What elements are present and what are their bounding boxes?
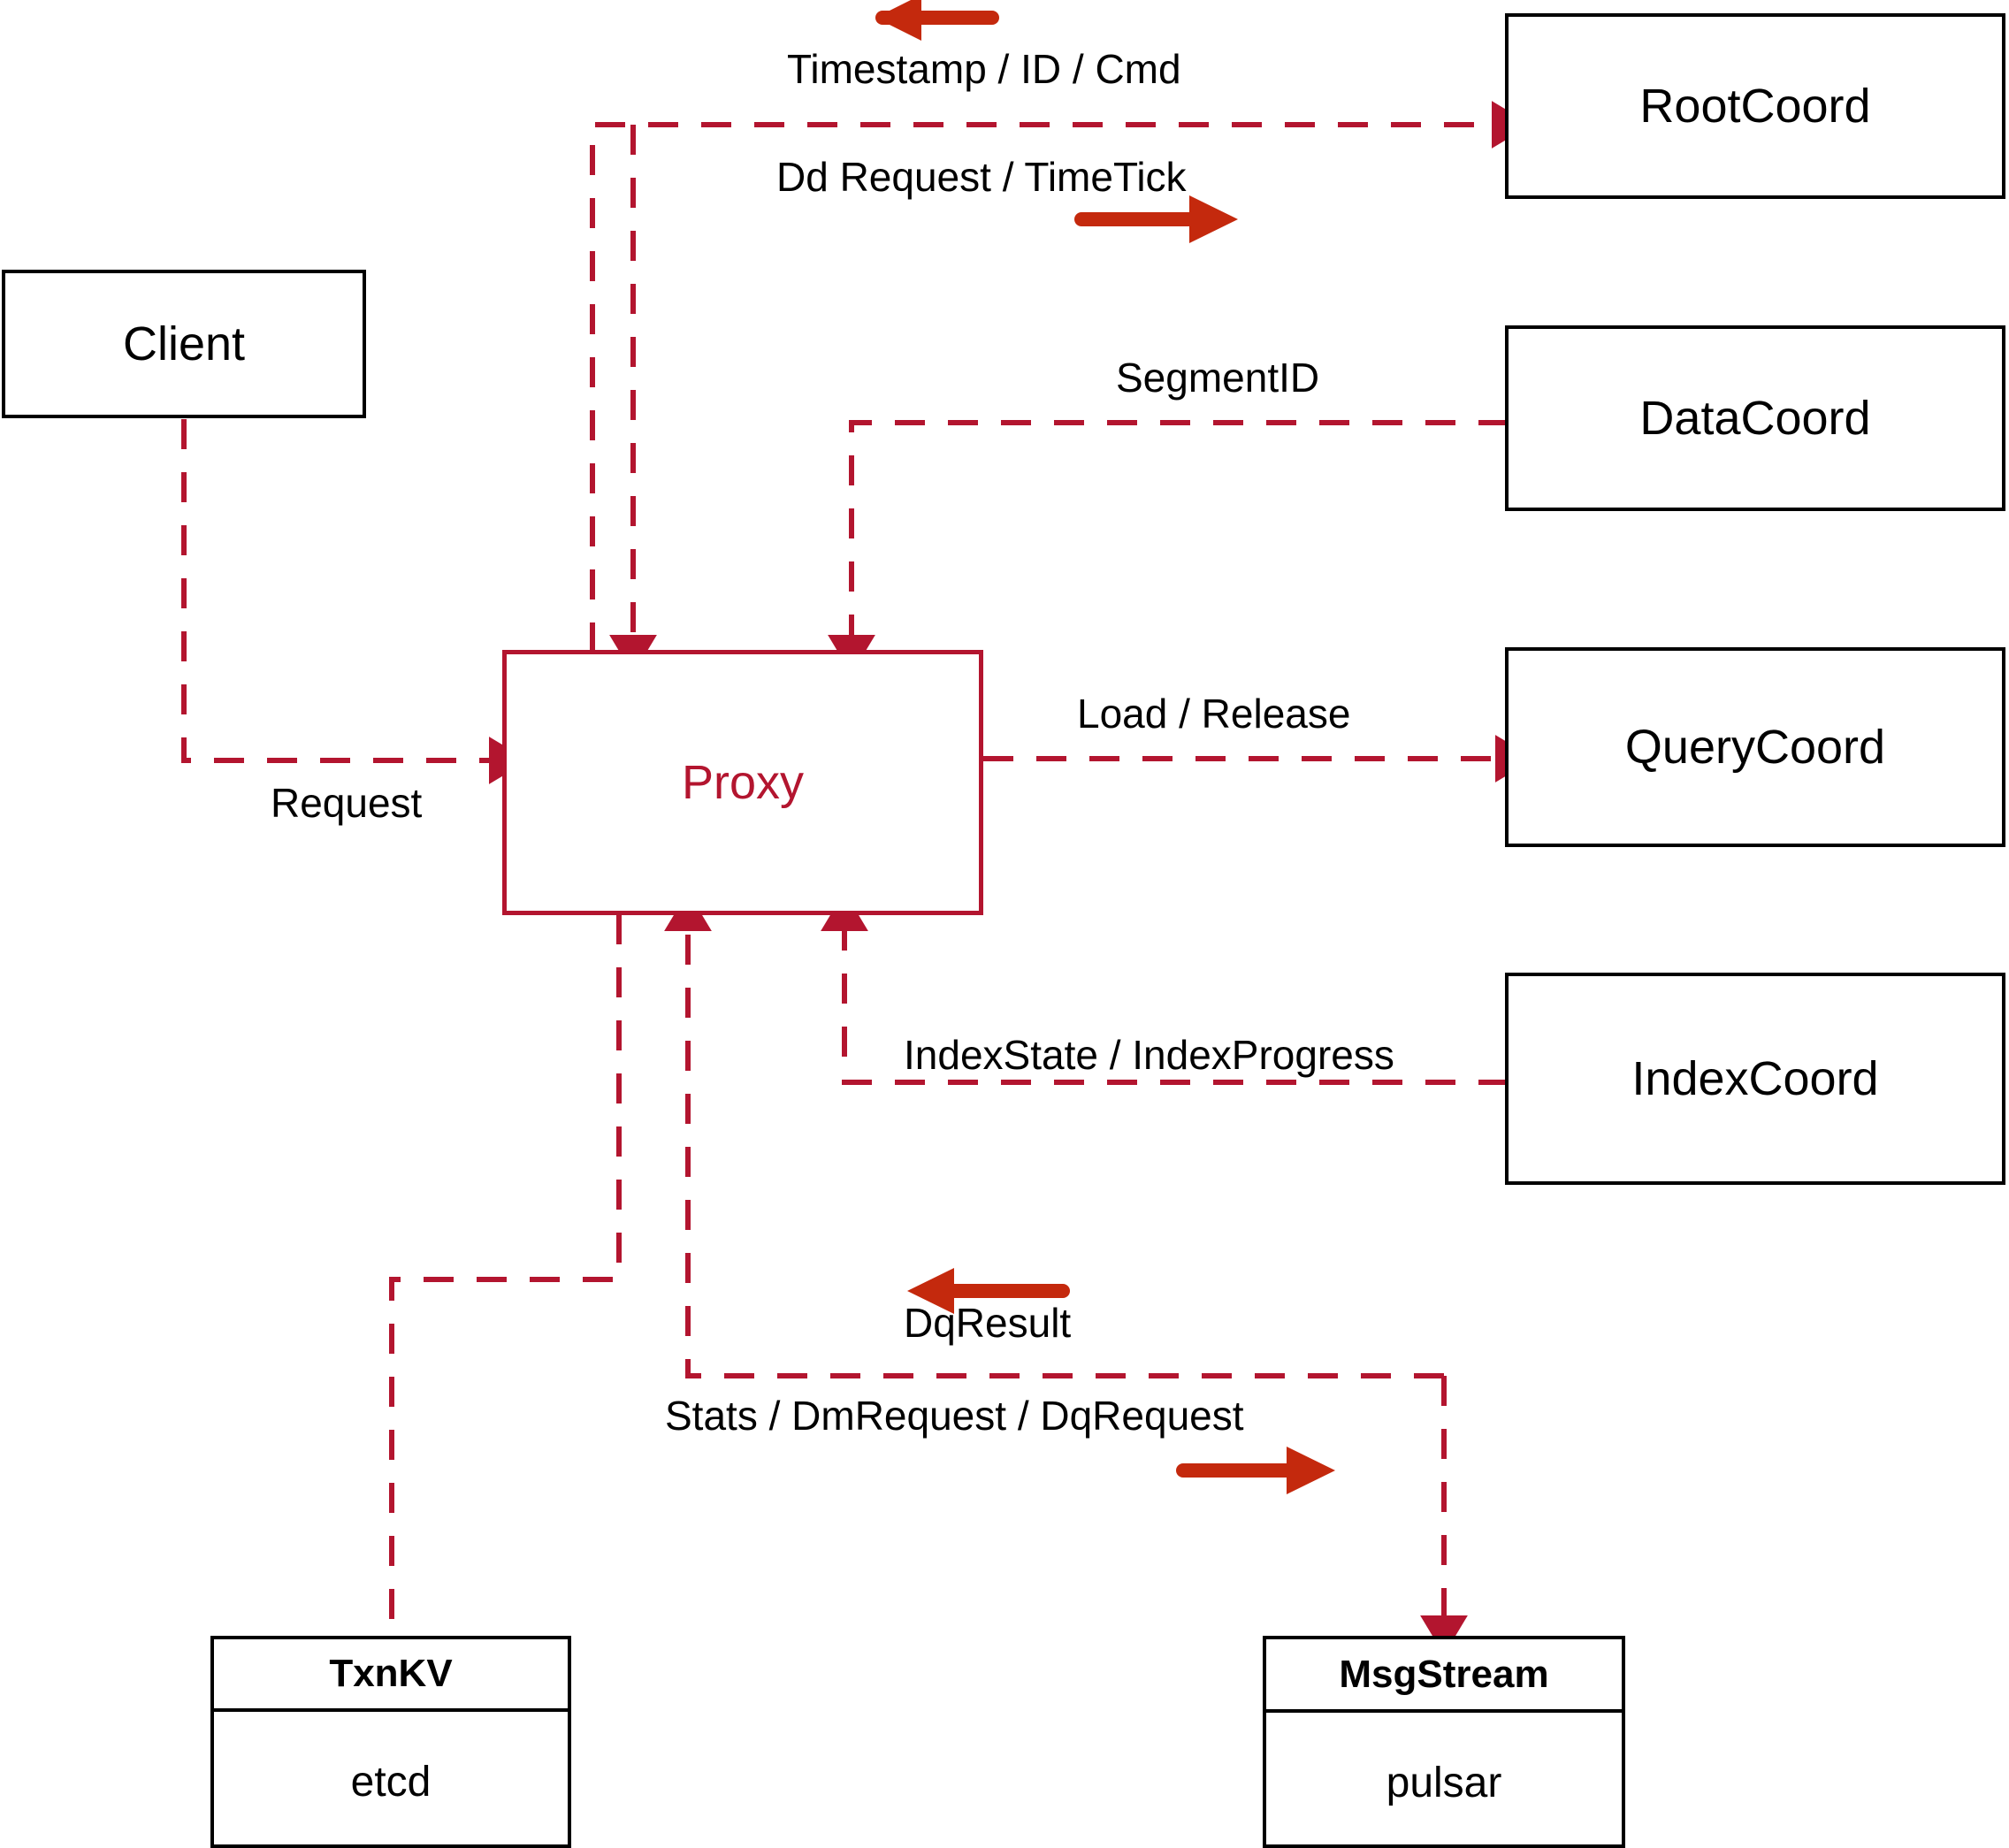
node-datacoord[interactable]: DataCoord bbox=[1505, 325, 2005, 511]
node-rootcoord-label: RootCoord bbox=[1639, 80, 1871, 133]
node-txnkv-body: etcd bbox=[214, 1712, 568, 1844]
node-client-label: Client bbox=[122, 317, 246, 370]
node-msgstream-header: MsgStream bbox=[1266, 1639, 1622, 1713]
node-proxy-label: Proxy bbox=[681, 756, 805, 809]
node-txnkv-body-label: etcd bbox=[350, 1759, 432, 1806]
node-msgstream-body: pulsar bbox=[1266, 1713, 1622, 1844]
edge-label-segmentid: SegmentID bbox=[1116, 355, 1320, 401]
edge-msgstream-to-proxy bbox=[664, 891, 1444, 1378]
direction-arrows bbox=[875, 0, 1335, 1494]
node-msgstream[interactable]: MsgStream pulsar bbox=[1263, 1636, 1625, 1848]
edge-label-dd-request-timetick: Dd Request / TimeTick bbox=[776, 154, 1187, 200]
node-rootcoord[interactable]: RootCoord bbox=[1505, 13, 2005, 199]
node-querycoord-label: QueryCoord bbox=[1624, 721, 1886, 774]
edge-client-to-proxy bbox=[181, 419, 529, 784]
arrow-left-timestamp bbox=[875, 0, 999, 41]
edge-datacoord-to-proxy bbox=[828, 420, 1509, 675]
arrow-right-ddrequest bbox=[1074, 195, 1238, 243]
edge-label-load-release: Load / Release bbox=[1077, 691, 1351, 737]
edge-label-request: Request bbox=[271, 780, 423, 826]
edge-label-timestamp-id-cmd: Timestamp / ID / Cmd bbox=[787, 46, 1181, 92]
edge-indexcoord-to-proxy bbox=[821, 891, 1509, 1085]
arrow-right-stats bbox=[1176, 1447, 1335, 1494]
node-indexcoord-label: IndexCoord bbox=[1631, 1052, 1879, 1105]
edge-label-index-state: IndexState / IndexProgress bbox=[904, 1032, 1394, 1078]
edge-label-stats-dm-dq: Stats / DmRequest / DqRequest bbox=[665, 1393, 1244, 1439]
node-msgstream-body-label: pulsar bbox=[1386, 1760, 1502, 1806]
node-txnkv-header: TxnKV bbox=[214, 1639, 568, 1712]
node-indexcoord[interactable]: IndexCoord bbox=[1505, 973, 2005, 1185]
arrow-left-dqresult bbox=[907, 1268, 1070, 1314]
edge-label-dq-result: DqResult bbox=[904, 1300, 1072, 1346]
edge-proxy-to-rootcoord bbox=[590, 101, 1532, 653]
node-client[interactable]: Client bbox=[2, 270, 366, 418]
node-datacoord-label: DataCoord bbox=[1639, 392, 1871, 445]
node-txnkv[interactable]: TxnKV etcd bbox=[210, 1636, 571, 1848]
node-proxy[interactable]: Proxy bbox=[502, 650, 983, 915]
node-querycoord[interactable]: QueryCoord bbox=[1505, 647, 2005, 847]
edge-proxy-to-txnkv bbox=[389, 914, 622, 1634]
